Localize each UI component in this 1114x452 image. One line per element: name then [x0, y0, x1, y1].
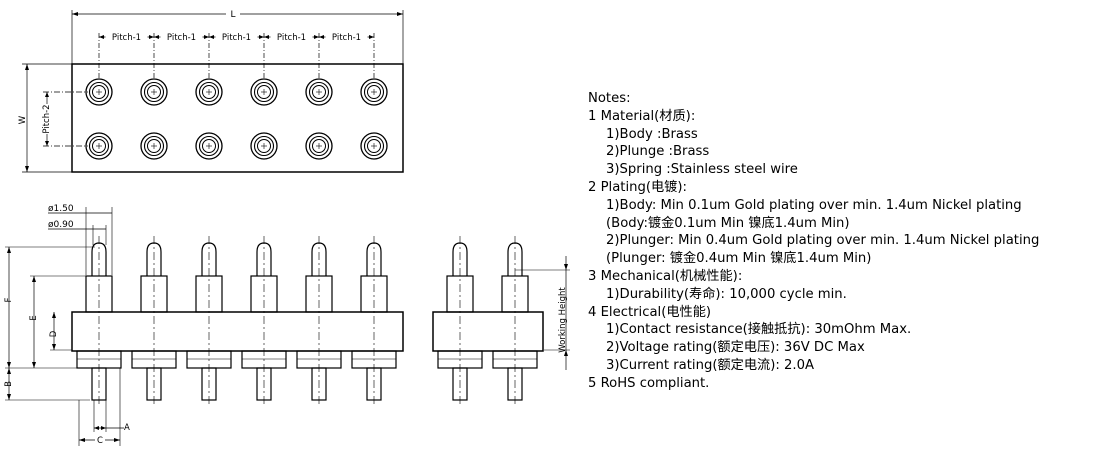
dim-W-label: W — [18, 115, 28, 124]
pogo-pin — [437, 236, 483, 406]
note-line: 3 Mechanical(机械性能): — [588, 268, 743, 284]
dim-L-label: L — [230, 10, 235, 20]
dim-dia-inner: ø0.90 — [48, 220, 74, 230]
note-line: 1)Contact resistance(接触抵抗): 30mOhm Max. — [606, 322, 912, 338]
pin-hole — [250, 132, 278, 160]
note-line: (Plunger: 镀金0.4um Min 镍底1.4um Min) — [606, 251, 872, 267]
dim-E-label: E — [29, 315, 39, 320]
note-line: 2)Plunge :Brass — [606, 144, 710, 160]
pogo-pin — [131, 236, 177, 406]
notes-heading: Notes: — [588, 91, 631, 106]
note-line: 2)Voltage rating(额定电压): 36V DC Max — [606, 340, 865, 356]
note-line: 1 Material(材质): — [588, 108, 696, 124]
pin-hole — [305, 132, 333, 160]
pin-hole — [85, 132, 113, 160]
dim-pitch1-label: Pitch-1 — [167, 33, 196, 43]
pin-hole — [360, 78, 388, 106]
side-view-insulator — [432, 311, 544, 352]
pogo-pin — [492, 236, 538, 406]
pogo-pin — [296, 236, 342, 406]
note-line: 2 Plating(电镀): — [588, 179, 687, 195]
pin-hole — [195, 78, 223, 106]
dim-F-label: F — [4, 297, 14, 302]
side-view: Working Height — [432, 236, 570, 406]
pogo-pin — [76, 236, 122, 406]
pin-hole — [360, 132, 388, 160]
note-line: 5 RoHS compliant. — [588, 375, 710, 391]
front-view: ø1.50 ø0.90 F E D B — [4, 204, 404, 446]
dim-pitch1-label: Pitch-1 — [112, 33, 141, 43]
dim-pitch1-label: Pitch-1 — [222, 33, 251, 43]
dim-pitch1-label: Pitch-1 — [277, 33, 306, 43]
pogo-pin — [186, 236, 232, 406]
pin-hole — [85, 78, 113, 106]
pin-hole — [140, 132, 168, 160]
notes-panel: Notes: 1 Material(材质): 1)Body :Brass 2)Plu… — [588, 90, 1114, 391]
note-line: 3)Current rating(额定电流): 2.0A — [606, 357, 814, 373]
dim-dia-outer: ø1.50 — [48, 204, 74, 214]
pin-hole — [305, 78, 333, 106]
dim-A-label: A — [124, 423, 130, 433]
note-line: 2)Plunger: Min 0.4um Gold plating over m… — [606, 233, 1040, 249]
pin-hole — [140, 78, 168, 106]
dim-pitch2-label: Pitch-2 — [42, 104, 52, 133]
dim-C-label: C — [97, 436, 103, 446]
front-view-insulator — [71, 311, 404, 352]
dim-D-label: D — [49, 330, 59, 337]
note-line: (Body:镀金0.1um Min 镍底1.4um Min) — [606, 215, 850, 231]
working-height-label: Working Height — [558, 287, 568, 353]
note-line: 4 Electrical(电性能) — [588, 304, 712, 320]
notes-list: 1 Material(材质): 1)Body :Brass 2)Plunge :Br… — [588, 108, 1114, 391]
pin-hole — [195, 132, 223, 160]
note-line: 1)Durability(寿命): 10,000 cycle min. — [606, 286, 847, 302]
note-line: 1)Body :Brass — [606, 126, 698, 142]
note-line: 3)Spring :Stainless steel wire — [606, 162, 798, 178]
pogo-pin — [241, 236, 287, 406]
dim-B-label: B — [4, 381, 14, 387]
note-line: 1)Body: Min 0.1um Gold plating over min.… — [606, 197, 1022, 213]
pogo-pin — [351, 236, 397, 406]
top-view-body — [71, 63, 404, 173]
dim-pitch1-label: Pitch-1 — [332, 33, 361, 43]
pin-hole — [250, 78, 278, 106]
